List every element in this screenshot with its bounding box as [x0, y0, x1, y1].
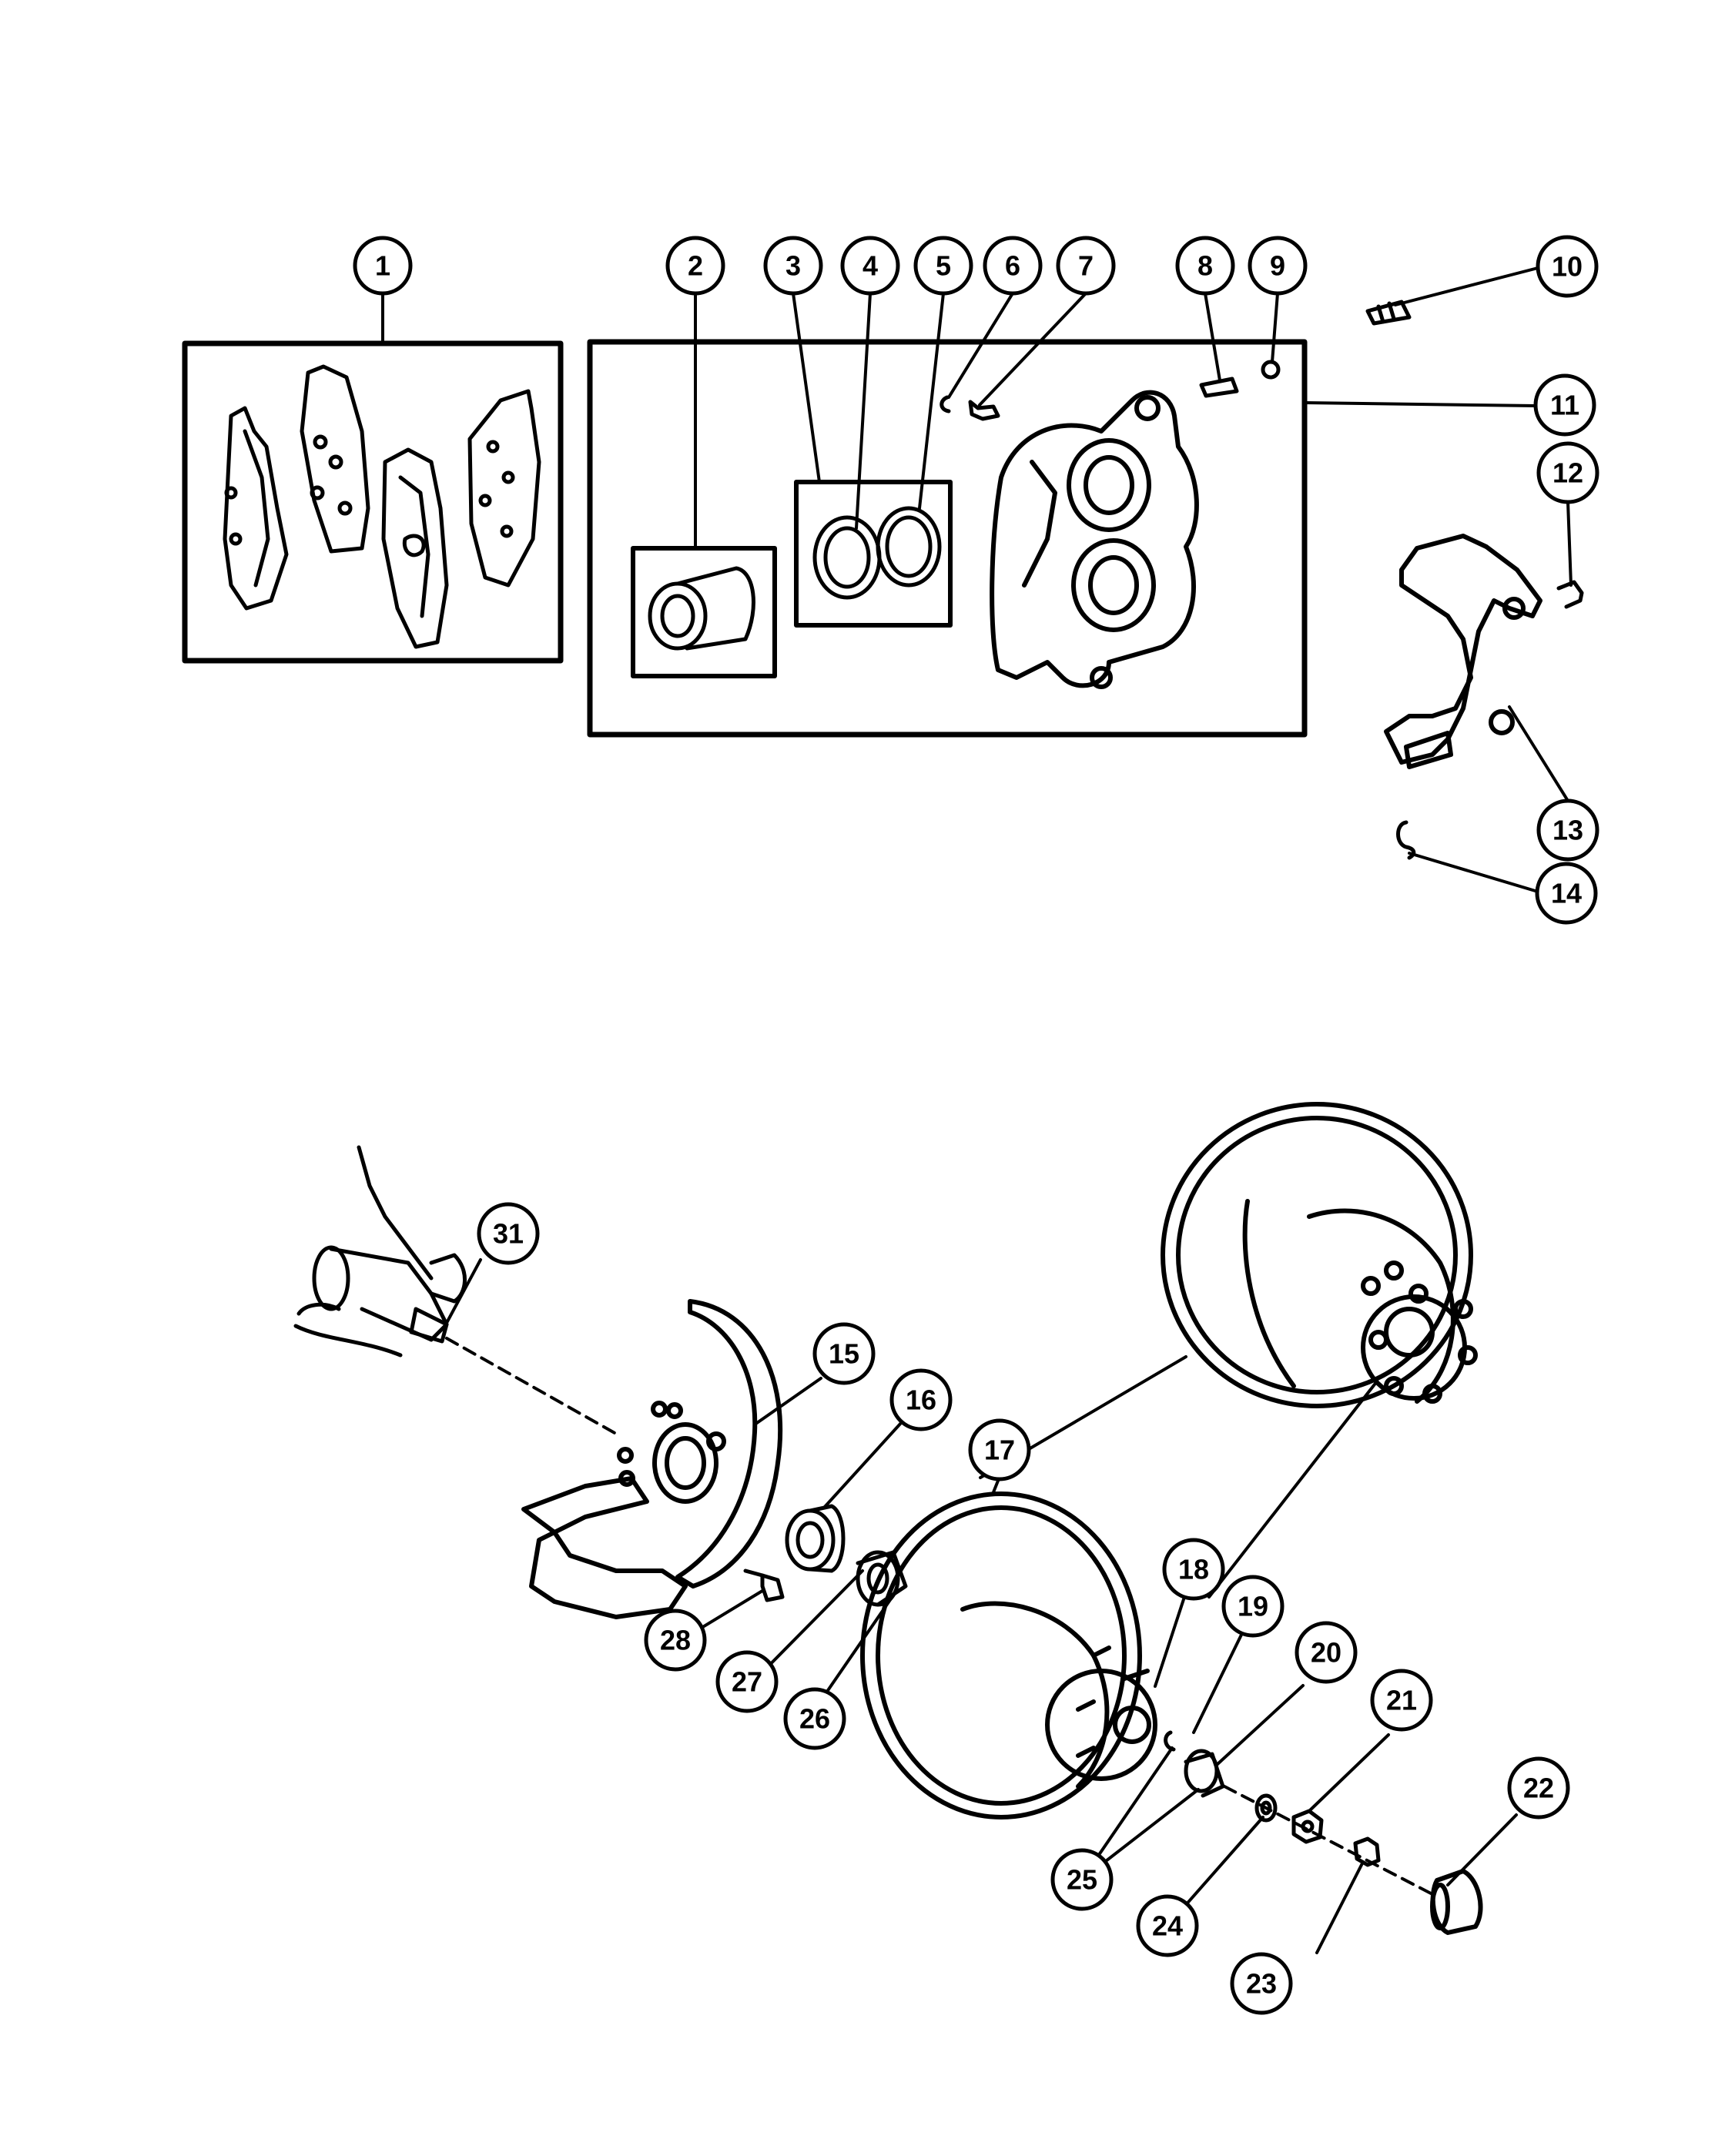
svg-text:21: 21 — [1386, 1685, 1417, 1716]
svg-text:3: 3 — [785, 250, 801, 282]
svg-text:2: 2 — [688, 250, 703, 282]
callout-22: 22 — [1507, 1756, 1570, 1820]
svg-text:28: 28 — [660, 1625, 691, 1656]
callout-16: 16 — [889, 1368, 953, 1431]
retainer-clip-drawing — [940, 395, 951, 413]
anchor-plate-drawing — [1384, 534, 1542, 769]
svg-text:26: 26 — [799, 1703, 830, 1735]
svg-text:25: 25 — [1067, 1864, 1097, 1896]
svg-text:31: 31 — [493, 1218, 524, 1250]
callouts: 1 2 3 4 5 6 7 8 9 10 11 12 13 14 31 15 1… — [353, 235, 1599, 2015]
rotor-drawing — [860, 1491, 1157, 1820]
spindle-nut-drawing — [1291, 1809, 1324, 1844]
brake-pad-kit-group — [182, 340, 564, 664]
callout-12: 12 — [1536, 441, 1599, 504]
svg-text:19: 19 — [1238, 1591, 1268, 1622]
svg-text:8: 8 — [1197, 250, 1213, 282]
callout-14: 14 — [1535, 862, 1598, 925]
callout-1: 1 — [353, 236, 413, 296]
callout-25: 25 — [1050, 1848, 1114, 1911]
svg-text:7: 7 — [1078, 250, 1094, 282]
bleeder-screw-drawing — [1199, 377, 1239, 398]
callout-2: 2 — [665, 236, 725, 296]
svg-text:20: 20 — [1311, 1637, 1341, 1669]
svg-text:9: 9 — [1270, 250, 1285, 282]
grease-seal-drawing — [785, 1504, 846, 1573]
steering-knuckle-drawing — [293, 1145, 467, 1358]
svg-text:15: 15 — [829, 1338, 859, 1370]
callout-6: 6 — [983, 236, 1043, 296]
callout-9: 9 — [1248, 236, 1308, 296]
svg-text:24: 24 — [1152, 1910, 1183, 1942]
callout-23: 23 — [1230, 1952, 1293, 2015]
piston-drawing — [648, 566, 755, 651]
axle-centerline — [1223, 1785, 1434, 1896]
svg-text:13: 13 — [1552, 815, 1583, 846]
svg-text:27: 27 — [732, 1666, 762, 1698]
svg-text:17: 17 — [984, 1435, 1015, 1466]
callout-19: 19 — [1221, 1575, 1285, 1638]
callout-27: 27 — [715, 1650, 779, 1713]
callout-15: 15 — [812, 1322, 876, 1385]
callout-21: 21 — [1370, 1669, 1433, 1732]
caliper-body-drawing — [990, 390, 1199, 689]
callout-5: 5 — [913, 236, 973, 296]
svg-text:4: 4 — [862, 250, 878, 282]
callout-31: 31 — [477, 1202, 540, 1265]
svg-text:6: 6 — [1005, 250, 1020, 282]
callout-26: 26 — [783, 1687, 846, 1750]
seal-drawing — [812, 506, 942, 600]
svg-text:1: 1 — [375, 250, 390, 282]
callout-20: 20 — [1295, 1621, 1358, 1684]
callout-8: 8 — [1175, 236, 1235, 296]
guide-pin-drawing — [968, 400, 1000, 421]
callout-4: 4 — [840, 236, 900, 296]
nut-lock-drawing — [1353, 1836, 1381, 1867]
callout-3: 3 — [763, 236, 823, 296]
callout-18: 18 — [1162, 1538, 1225, 1601]
rotor-hub-assembly-drawing — [1161, 1102, 1478, 1408]
svg-text:5: 5 — [936, 250, 951, 282]
svg-text:11: 11 — [1550, 390, 1579, 421]
piston-box — [631, 546, 777, 678]
callout-7: 7 — [1056, 236, 1116, 296]
callout-17: 17 — [968, 1418, 1031, 1481]
svg-text:10: 10 — [1552, 251, 1583, 283]
callout-11: 11 — [1533, 373, 1596, 437]
seal-kit-box — [794, 480, 953, 628]
washer-drawing — [1254, 1793, 1278, 1823]
callout-24: 24 — [1136, 1894, 1199, 1957]
outer-bearing-drawing — [1164, 1730, 1225, 1798]
banjo-bolt-drawing — [1365, 300, 1412, 326]
svg-text:14: 14 — [1551, 878, 1582, 909]
svg-text:12: 12 — [1552, 457, 1583, 489]
hub-bolt-drawing — [743, 1568, 785, 1602]
caliper-kit-group — [587, 339, 1308, 738]
svg-text:23: 23 — [1246, 1968, 1277, 2000]
dust-shield-drawing — [521, 1299, 783, 1619]
svg-text:16: 16 — [906, 1384, 936, 1416]
callout-13: 13 — [1536, 798, 1599, 862]
mounting-bolt-drawing — [1556, 580, 1584, 609]
bleeder-cap-drawing — [1261, 360, 1281, 380]
spindle-centerline — [445, 1337, 618, 1435]
grease-cap-drawing — [1430, 1869, 1483, 1935]
callout-28: 28 — [644, 1609, 707, 1672]
svg-text:22: 22 — [1523, 1773, 1554, 1804]
callout-10: 10 — [1536, 235, 1599, 298]
svg-text:18: 18 — [1178, 1554, 1209, 1585]
brake-pad-drawing — [223, 364, 541, 649]
